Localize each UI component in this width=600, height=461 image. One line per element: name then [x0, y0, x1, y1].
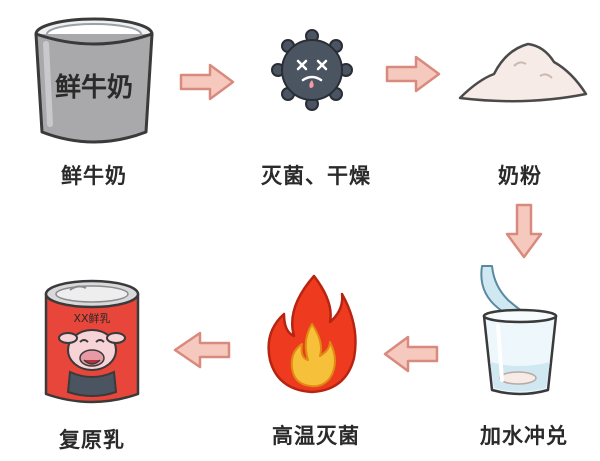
flame-icon: [267, 274, 357, 394]
arrow-down-icon: [505, 203, 543, 259]
germ-icon: [271, 29, 353, 111]
step-label-fresh-milk: 鲜牛奶: [61, 164, 127, 188]
milk-powder-pile-icon: [458, 42, 588, 103]
step-label-high-temp-sterilize: 高温灭菌: [272, 424, 360, 448]
fresh-milk-can-text: 鲜牛奶: [55, 72, 133, 103]
step-label-milk-powder: 奶粉: [498, 164, 542, 188]
step-label-reconstituted-milk: 复原乳: [59, 428, 125, 452]
fresh-milk-can-icon: 鲜牛奶: [34, 17, 154, 144]
step-label-add-water: 加水冲兑: [480, 424, 568, 448]
water-glass-icon: [480, 265, 558, 396]
arrow-left-icon: [383, 335, 439, 373]
arrow-right-icon: [385, 55, 441, 93]
reconstituted-milk-can-icon: XX鲜乳: [44, 279, 140, 404]
reconstituted-can-text: XX鲜乳: [73, 311, 110, 325]
step-label-sterilize-dry: 灭菌、干燥: [261, 164, 371, 188]
arrow-left-icon: [173, 331, 231, 369]
arrow-right-icon: [179, 63, 235, 101]
